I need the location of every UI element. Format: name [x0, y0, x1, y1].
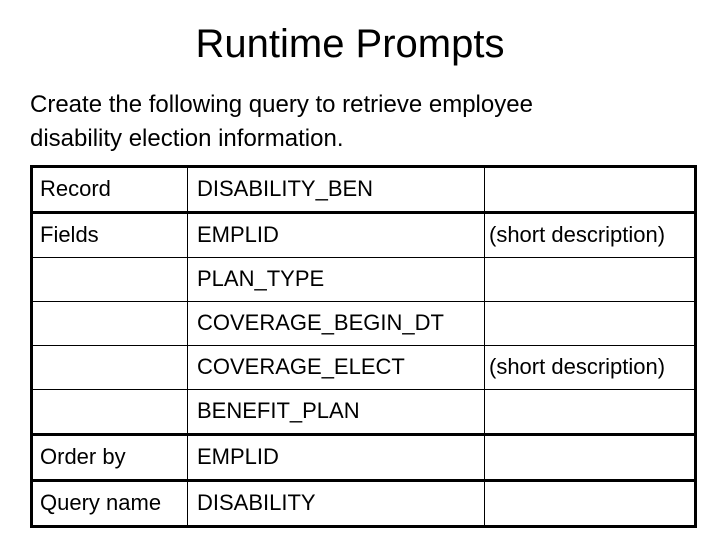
row-note-cell: (short description) — [484, 345, 697, 390]
row-field-cell: COVERAGE_BEGIN_DT — [187, 301, 485, 346]
row-label-cell — [30, 301, 188, 346]
table-row-order-by: Order by EMPLID — [30, 434, 697, 482]
row-note-cell — [484, 434, 697, 482]
row-field-cell: EMPLID — [187, 434, 485, 482]
table-row-plan-type: PLAN_TYPE — [30, 257, 697, 302]
row-field-cell: DISABILITY — [187, 480, 485, 528]
row-note-cell — [484, 165, 697, 214]
row-label-cell: Record — [30, 165, 188, 214]
row-label-cell — [30, 257, 188, 302]
slide-title: Runtime Prompts — [195, 22, 505, 66]
row-note-cell — [484, 389, 697, 436]
row-label-cell — [30, 345, 188, 390]
table-row-query-name: Query name DISABILITY — [30, 480, 697, 528]
table-row-record: Record DISABILITY_BEN — [30, 165, 697, 214]
table-row-fields: Fields EMPLID (short description) — [30, 212, 697, 258]
row-field-cell: COVERAGE_ELECT — [187, 345, 485, 390]
row-label-cell — [30, 389, 188, 436]
query-prompts-table: Record DISABILITY_BEN Fields EMPLID (sho… — [30, 165, 697, 528]
table-row-coverage-elect: COVERAGE_ELECT (short description) — [30, 345, 697, 390]
row-note-cell: (short description) — [484, 212, 697, 258]
intro-line-1: Create the following query to retrieve e… — [30, 91, 533, 118]
row-label-cell: Fields — [30, 212, 188, 258]
row-field-cell: DISABILITY_BEN — [187, 165, 485, 214]
row-note-cell — [484, 257, 697, 302]
row-field-cell: EMPLID — [187, 212, 485, 258]
intro-line-2: disability election information. — [30, 125, 344, 152]
intro-text: Create the following query to retrieve e… — [30, 88, 690, 156]
row-field-cell: PLAN_TYPE — [187, 257, 485, 302]
table-row-benefit-plan: BENEFIT_PLAN — [30, 389, 697, 436]
table-row-coverage-begin-dt: COVERAGE_BEGIN_DT — [30, 301, 697, 346]
row-field-cell: BENEFIT_PLAN — [187, 389, 485, 436]
row-note-cell — [484, 480, 697, 528]
row-label-cell: Query name — [30, 480, 188, 528]
row-label-cell: Order by — [30, 434, 188, 482]
row-note-cell — [484, 301, 697, 346]
